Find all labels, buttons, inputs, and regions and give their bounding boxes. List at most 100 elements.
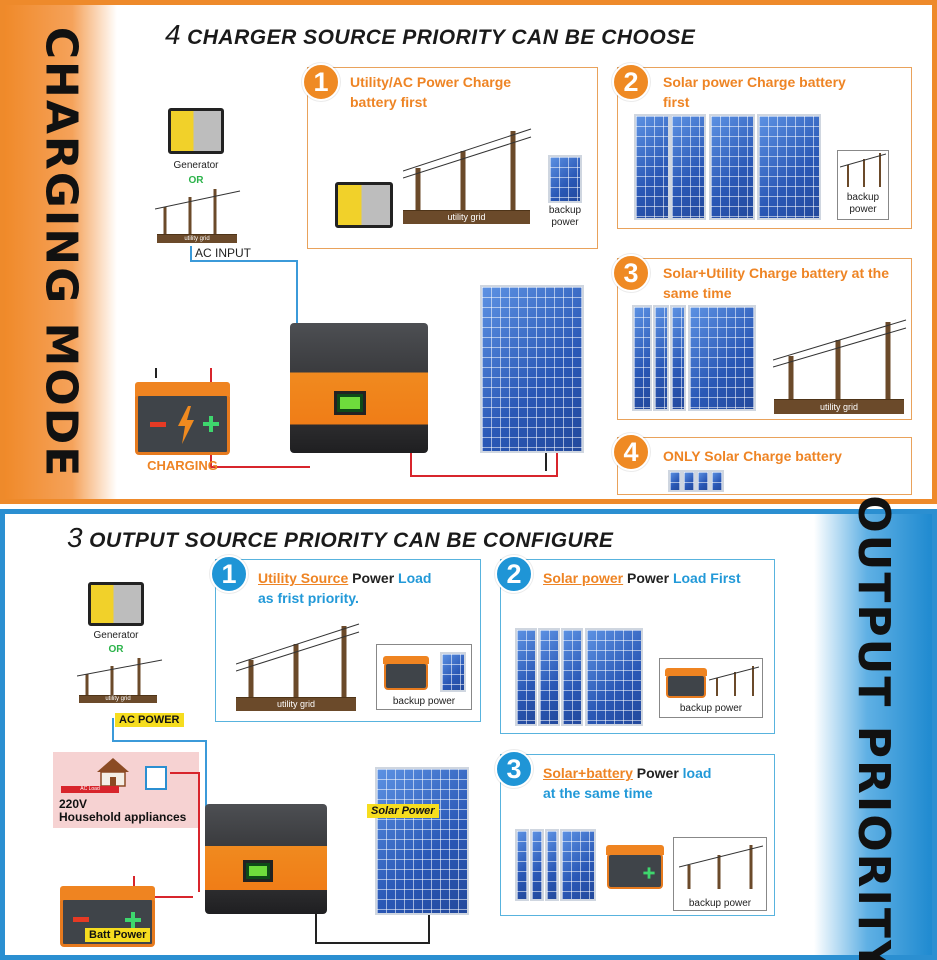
option-title-power: Power xyxy=(636,765,679,781)
title-text: CHARGER SOURCE PRIORITY CAN BE CHOOSE xyxy=(187,26,696,49)
battery-lid xyxy=(383,656,429,664)
pv-positive-wire xyxy=(556,453,558,477)
option-number-badge: 2 xyxy=(612,63,650,101)
small-utility-grid-base: utility grid xyxy=(157,234,237,243)
option-title: Utility/AC Power Charge battery first xyxy=(350,74,512,110)
title-number: 3 xyxy=(67,522,84,553)
load-wire xyxy=(170,772,200,774)
charging-mode-vertical-title: CHARGING MODE xyxy=(35,26,87,478)
utility-pole-icon xyxy=(679,845,763,889)
utility-grid-base: utility grid xyxy=(236,697,356,711)
load-wire xyxy=(198,772,200,892)
inverter-lcd-screen xyxy=(243,860,273,882)
output-option-3-box: 3 Solar+battery Power load at the same t… xyxy=(495,750,775,916)
solar-panel-icon xyxy=(375,767,469,915)
utility-grid-base: utility grid xyxy=(403,210,530,224)
solar-panel-icon xyxy=(530,829,544,901)
option-title-power: Power xyxy=(352,570,395,586)
option-title-source: Solar power xyxy=(543,570,624,586)
option-title: Solar+battery Power load at the same tim… xyxy=(543,763,773,803)
pv-positive-wire xyxy=(410,475,558,477)
utility-pole-small-icon xyxy=(840,153,886,187)
battery-icon xyxy=(135,382,230,455)
backup-power-label: backup power xyxy=(688,898,752,909)
inverter-icon xyxy=(290,323,428,453)
option-title-suffix: at the same time xyxy=(543,785,653,801)
generator-icon xyxy=(88,582,144,626)
solar-panel-icon xyxy=(440,652,466,692)
solar-panel-icon xyxy=(710,470,724,492)
option-number-badge: 3 xyxy=(612,254,650,292)
solar-panel-icon xyxy=(561,628,583,726)
solar-panel-icon xyxy=(480,285,584,453)
solar-panel-icon xyxy=(545,829,559,901)
solar-panel-icon xyxy=(653,305,669,411)
backup-power-label: backup power xyxy=(548,205,582,228)
backup-solar-panel-icon xyxy=(548,155,582,203)
option-number-badge: 1 xyxy=(210,555,248,593)
option-title: Solar power Power Load First xyxy=(543,568,773,588)
small-utility-grid-base: utility grid xyxy=(79,695,157,703)
household-voltage: 220V xyxy=(59,797,88,811)
solar-panel-icon xyxy=(757,114,821,220)
inverter-lcd-screen xyxy=(334,391,366,415)
backup-power-label: backup power xyxy=(392,696,456,707)
solar-power-label: Solar Power xyxy=(367,804,439,818)
backup-power-frame xyxy=(376,644,472,710)
generator-icon xyxy=(335,182,393,228)
option-number-badge: 2 xyxy=(495,555,533,593)
battery-minus-icon xyxy=(150,422,166,427)
solar-panel-icon xyxy=(670,114,706,220)
solar-panel-icon xyxy=(515,628,537,726)
lightning-bolt-icon xyxy=(178,406,194,444)
battery-lid xyxy=(135,382,230,396)
battery-icon xyxy=(383,656,429,690)
charging-label: CHARGING xyxy=(147,458,218,473)
solar-panel-icon xyxy=(709,114,755,220)
charge-option-3-box: 3 Solar+Utility Charge battery at the sa… xyxy=(612,254,912,420)
inverter-icon xyxy=(205,804,327,914)
ac-load-socket-icon xyxy=(145,766,167,790)
battery-wire xyxy=(133,896,193,898)
battery-lid xyxy=(606,845,664,855)
title-text: OUTPUT SOURCE PRIORITY CAN BE CONFIGURE xyxy=(89,529,614,552)
solar-panel-icon xyxy=(515,829,529,901)
charge-option-1-box: 1 Utility/AC Power Charge battery first … xyxy=(302,63,598,249)
battery-negative-wire xyxy=(155,368,157,378)
title-number: 4 xyxy=(165,19,182,50)
backup-power-label: backup power xyxy=(846,192,880,215)
solar-panel-icon xyxy=(670,305,686,411)
backup-power-frame xyxy=(673,837,767,911)
household-label: Household appliances xyxy=(59,810,187,824)
solar-panel-icon xyxy=(632,305,652,411)
option-title-source: Utility Source xyxy=(258,570,349,586)
or-label: OR xyxy=(108,644,124,655)
house-icon xyxy=(97,758,129,787)
utility-pole-small-icon xyxy=(709,666,759,696)
battery-lid xyxy=(60,886,155,900)
output-option-2-box: 2 Solar power Power Load First backup po… xyxy=(495,555,775,734)
batt-power-label: Batt Power xyxy=(85,928,151,942)
solar-panel-icon xyxy=(634,114,670,220)
option-title-load: Load xyxy=(398,570,432,586)
output-option-1-box: 1 Utility Source Power Load as frist pri… xyxy=(210,555,481,722)
battery-minus-icon xyxy=(73,917,89,922)
solar-panel-icon xyxy=(538,628,560,726)
pv-negative-wire xyxy=(315,914,317,944)
option-title: Solar+Utility Charge battery at the same… xyxy=(663,265,890,301)
option-title: ONLY Solar Charge battery xyxy=(663,448,842,464)
pv-negative-wire xyxy=(545,453,547,471)
solar-panel-icon xyxy=(688,305,756,411)
battery-icon xyxy=(606,845,664,889)
utility-grid-base: utility grid xyxy=(774,399,904,414)
generator-label: Generator xyxy=(173,160,219,171)
solar-panel-icon xyxy=(560,829,596,901)
option-number-badge: 4 xyxy=(612,433,650,471)
option-title-source: Solar+battery xyxy=(543,765,633,781)
solar-panel-icon xyxy=(682,470,696,492)
option-title-load: load xyxy=(682,765,712,781)
